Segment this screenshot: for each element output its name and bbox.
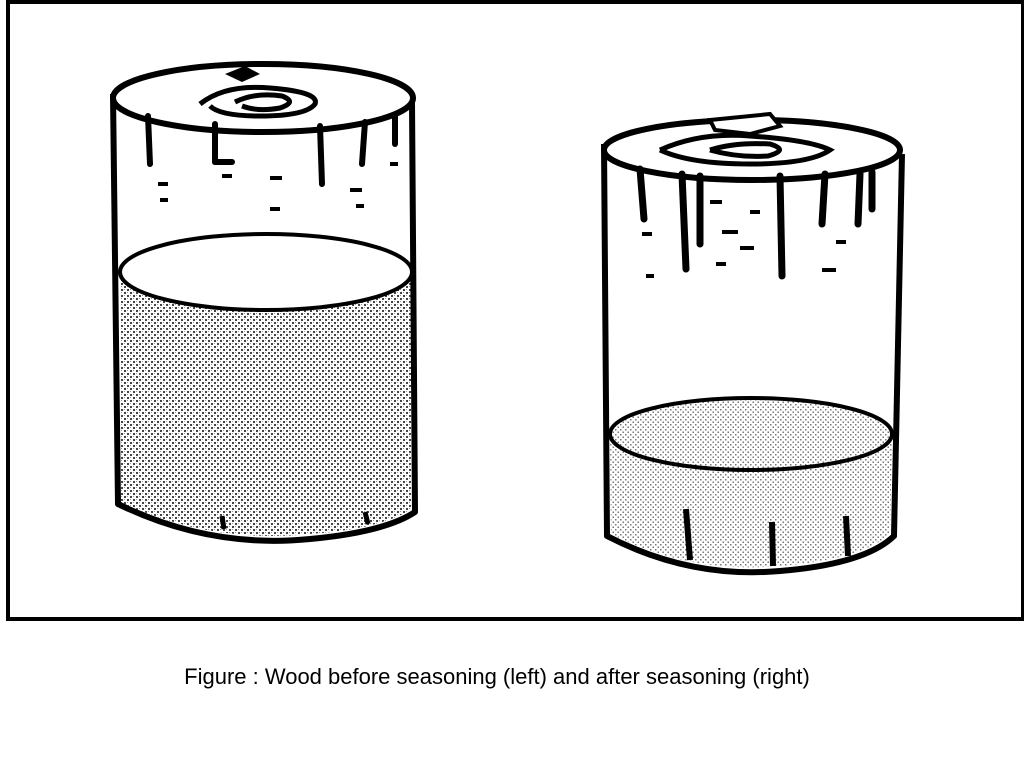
moisture-level-after <box>608 396 894 472</box>
grain-marks-after <box>642 200 846 278</box>
growth-rings-after <box>658 132 835 167</box>
cracks-before <box>145 113 398 187</box>
moisture-fill-after <box>610 434 892 568</box>
wood-after-seasoning <box>601 111 905 576</box>
top-split-after <box>706 111 784 137</box>
log-body-after <box>601 143 905 576</box>
figure-caption: Figure : Wood before seasoning (left) an… <box>184 664 810 689</box>
log-top-before <box>110 61 416 135</box>
cracks-after <box>636 165 876 280</box>
wood-before-seasoning <box>110 61 418 544</box>
log-body-before <box>110 93 418 544</box>
moisture-level-before <box>118 232 414 312</box>
rings-mark-before <box>225 66 260 82</box>
figure-frame <box>6 0 1024 621</box>
wood-seasoning-illustration <box>110 61 905 576</box>
bottom-cracks-after <box>683 508 851 567</box>
grain-marks-before <box>158 162 398 211</box>
moisture-fill-before <box>120 272 412 536</box>
bottom-notches-before <box>219 511 371 530</box>
growth-rings-before <box>198 84 318 119</box>
